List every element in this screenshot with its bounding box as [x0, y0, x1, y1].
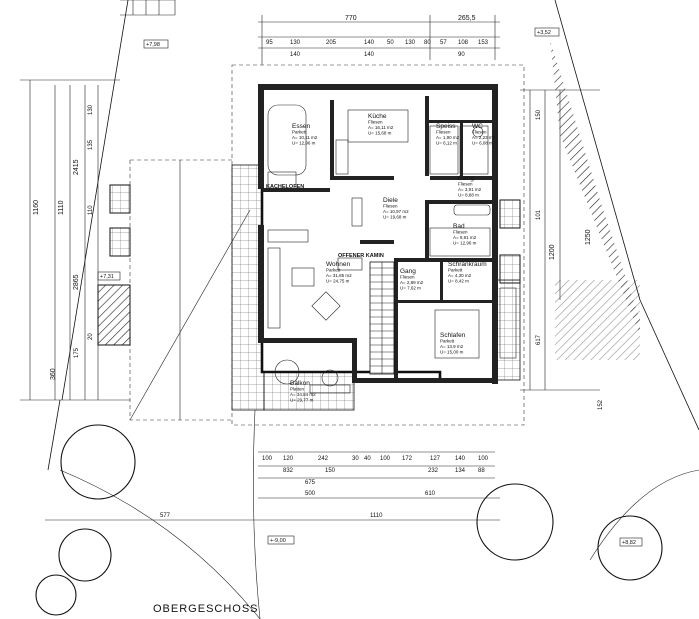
label-kachelofen: KACHELOFEN	[266, 184, 304, 190]
plan-title: OBERGESCHOSS	[153, 603, 259, 615]
bottom-dimension-chain: 100 120 242 30 40 100 172 127 140 100 83…	[45, 451, 500, 521]
trees	[35, 424, 663, 616]
dim-bot-r1-1: 100	[262, 456, 273, 462]
dim-bot-1110: 1110	[370, 513, 383, 519]
dim-left-7: 20	[88, 333, 94, 340]
dim-top-r3-1: 140	[290, 52, 301, 58]
dim-right-4: 101	[536, 209, 542, 220]
dim-right-3: 150	[536, 109, 542, 120]
dim-bot-r1-9: 140	[455, 456, 466, 462]
dim-top-2655: 265,5	[458, 15, 476, 22]
dim-top-r2-5: 50	[387, 40, 394, 46]
level-top-right: +3,52	[537, 30, 551, 36]
chimney-left-2	[109, 227, 131, 257]
chimney-right-2	[499, 254, 521, 284]
dim-bot-r1-8: 127	[430, 456, 441, 462]
dim-bot-675: 675	[305, 480, 316, 486]
right-dimension-chain: 1200 1250 150 101 152 617	[520, 89, 604, 410]
carport-outline	[129, 159, 232, 421]
dim-right-6: 617	[536, 334, 542, 345]
dim-left-8: 135	[88, 139, 94, 150]
dim-top-r3-2: 140	[364, 52, 375, 58]
slope-hatch-right	[550, 40, 640, 335]
dim-left-3: 2415	[73, 159, 80, 175]
dim-right-1: 1200	[549, 244, 556, 260]
dim-bot-610: 610	[425, 491, 436, 497]
dim-bot-500: 500	[305, 491, 316, 497]
dim-left-5: 360	[50, 368, 57, 380]
dim-top-r2-8: 57	[440, 40, 447, 46]
dim-top-r2-6: 130	[405, 40, 416, 46]
dim-bot-r1-4: 30	[352, 456, 359, 462]
level-bottom: +-9,00	[270, 538, 286, 544]
dim-top-r2-2: 130	[290, 40, 301, 46]
furniture	[267, 104, 517, 394]
site-boundary	[47, 0, 699, 619]
dim-left-6: 175	[74, 347, 80, 358]
level-bottom-right: +8,82	[622, 540, 636, 546]
chimney-right-1	[499, 199, 521, 229]
building-walls	[258, 84, 498, 384]
dim-bot-r2-2: 150	[325, 468, 336, 474]
chimney-left-1	[109, 184, 131, 214]
level-left: +7,31	[100, 274, 114, 280]
dim-top-r2-1: 95	[266, 40, 273, 46]
level-top-left: +7,98	[146, 42, 160, 48]
dim-bot-r2-4: 134	[455, 468, 466, 474]
dim-left-9: 130	[88, 104, 94, 115]
dim-bot-577: 577	[160, 513, 171, 519]
dim-top-r2-10: 153	[478, 40, 489, 46]
dim-bot-r2-3: 232	[428, 468, 439, 474]
dim-top-r3-3: 90	[458, 52, 465, 58]
dim-bot-r1-3: 242	[318, 456, 329, 462]
left-dimension-chain: 1160 1110 2415 2865 360 175 20 135 130 1…	[20, 79, 130, 401]
dim-bot-r2-5: 88	[478, 468, 485, 474]
dim-bot-r2-1: 832	[283, 468, 294, 474]
dim-right-2: 1250	[585, 229, 592, 245]
dim-top-r2-7: 80	[424, 40, 431, 46]
dim-left-2: 1110	[58, 200, 65, 215]
dim-bot-r1-6: 100	[380, 456, 391, 462]
dim-left-1: 1160	[33, 200, 40, 215]
dim-top-770: 770	[345, 15, 357, 22]
dim-top-r2-4: 140	[364, 40, 375, 46]
dim-top-r2-3: 205	[326, 40, 337, 46]
top-dimension-chain: 770 265,5 95 130 205 140 50 130 80 57 10…	[258, 15, 500, 65]
dim-top-r2-9: 108	[458, 40, 469, 46]
dim-left-4: 2865	[73, 274, 80, 290]
side-hatch-block	[97, 284, 131, 346]
dim-right-5: 152	[598, 399, 604, 410]
dim-bot-r1-7: 172	[402, 456, 413, 462]
staircase	[369, 261, 395, 375]
label-offener-kamin: OFFENER KAMIN	[338, 253, 384, 259]
dim-bot-r1-10: 100	[478, 456, 489, 462]
dim-bot-r1-5: 40	[364, 456, 371, 462]
dim-left-10: 110	[88, 205, 94, 215]
dim-bot-r1-2: 120	[283, 456, 294, 462]
